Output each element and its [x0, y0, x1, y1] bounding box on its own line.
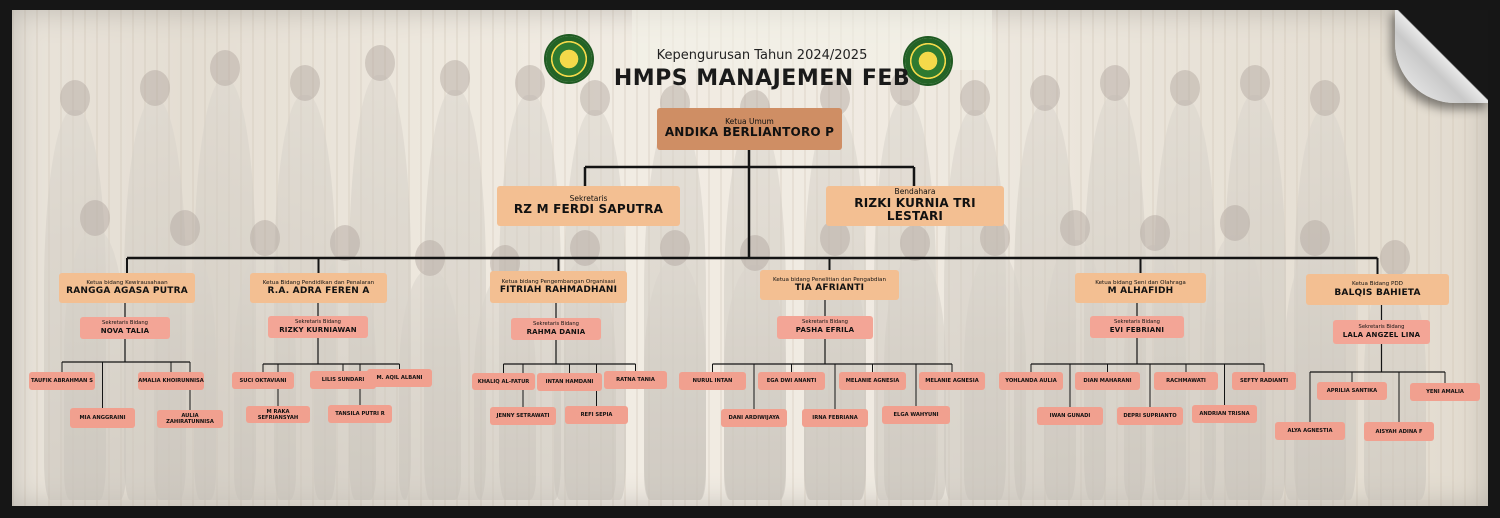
member-box: DEPRI SUPRIANTO	[1117, 407, 1183, 425]
member-box: ALYA AGNESTIA	[1275, 422, 1345, 440]
member-box: AULIA ZAHIRATUNNISA	[157, 410, 223, 428]
division-head-role: Ketua Bidang Pendidikan dan Penalaran	[262, 279, 375, 286]
division-secretary-name: RIZKY KURNIAWAN	[279, 325, 357, 334]
member-box: ELGA WAHYUNI	[882, 406, 950, 424]
secretary-role: Sekretaris	[569, 193, 608, 203]
member-box: SEFTY RADIANTI	[1232, 372, 1296, 390]
division-head-name: TIA AFRIANTI	[794, 283, 865, 294]
division-head-name: RANGGA AGASA PUTRA	[66, 286, 188, 297]
chairman-role: Ketua Umum	[725, 116, 774, 126]
member-box: INTAN HAMDANI	[537, 373, 602, 391]
university-seal-icon	[546, 36, 592, 82]
division-head-role: Ketua bidang Penelitian dan Pengabdian	[772, 276, 886, 283]
division-secretary-name: LALA ANGZEL LINA	[1342, 330, 1421, 339]
member-box: KHALIQ AL-FATUR	[472, 373, 535, 390]
chairman-box: Ketua Umum ANDIKA BERLIANTORO P	[657, 108, 842, 150]
member-box: IWAN GUNADI	[1037, 407, 1103, 425]
division-head-name: FITRIAH RAHMADHANI	[499, 285, 618, 296]
secretary-box: Sekretaris RZ M FERDI SAPUTRA	[497, 186, 680, 226]
treasurer-box: Bendahara RIZKI KURNIA TRI LESTARI	[826, 186, 1004, 226]
division-secretary-role: Sekretaris Bidang	[1358, 323, 1405, 330]
treasurer-name: RIZKI KURNIA TRI LESTARI	[854, 195, 976, 224]
member-box: DANI ARDIWIJAYA	[721, 409, 787, 427]
division-head-name: R.A. ADRA FEREN A	[267, 286, 370, 297]
secretary-name: RZ M FERDI SAPUTRA	[513, 202, 664, 217]
division-head-name: M ALHAFIDH	[1107, 286, 1174, 297]
org-connector-lines	[61, 150, 1446, 422]
division-secretary-role: Sekretaris Bidang	[295, 318, 341, 325]
member-box: AMALIA KHOIRUNNISA	[138, 372, 204, 390]
member-box: EGA DWI ANANTI	[758, 372, 825, 390]
member-box: TAUFIK ABRAHMAN S	[29, 372, 95, 390]
org-chart-poster: Kepengurusan Tahun 2024/2025 HMPS MANAJE…	[12, 10, 1488, 506]
division-secretary-name: RAHMA DANIA	[526, 327, 586, 336]
treasurer-role: Bendahara	[894, 186, 936, 196]
member-box: YENI AMALIA	[1410, 383, 1480, 401]
university-seal-icon	[905, 38, 951, 84]
member-box: REFI SEPIA	[565, 406, 628, 424]
division-secretary-name: NOVA TALIA	[100, 326, 150, 335]
member-box: DIAN MAHARANI	[1075, 372, 1140, 390]
division-secretary-role: Sekretaris Bidang	[533, 320, 579, 327]
division-secretary-name: PASHA EFRILA	[795, 326, 855, 335]
division-secretary-role: Sekretaris Bidang	[102, 319, 148, 326]
member-box: NURUL INTAN	[679, 372, 746, 390]
page-title: HMPS MANAJEMEN FEB	[613, 66, 911, 91]
chairman-name: ANDIKA BERLIANTORO P	[664, 125, 835, 140]
member-box: JENNY SETRAWATI	[490, 407, 556, 425]
member-box: YOHLANDA AULIA	[999, 372, 1063, 390]
member-box: RATNA TANIA	[604, 371, 667, 389]
member-box: APRILIA SANTIKA	[1317, 382, 1387, 400]
member-box: IRNA FEBRIANA	[802, 409, 868, 427]
member-box: MELANIE AGNESIA	[919, 372, 985, 390]
period-subtitle: Kepengurusan Tahun 2024/2025	[656, 48, 868, 63]
member-box: MIA ANGGRAINI	[70, 408, 135, 428]
member-box: RACHMAWATI	[1154, 372, 1218, 390]
division-head-role: Ketua bidang Seni dan Olahraga	[1095, 279, 1186, 286]
division-head-name: BALQIS BAHIETA	[1334, 287, 1421, 298]
division-secretary-name: EVI FEBRIANI	[1109, 325, 1165, 334]
member-box: AISYAH ADINA F	[1364, 422, 1434, 441]
member-box: MELANIE AGNESIA	[839, 372, 906, 390]
division-head-role: Ketua bidang Pengembangan Organisasi	[501, 278, 616, 285]
division-secretary-role: Sekretaris Bidang	[1114, 318, 1160, 325]
division-secretary-role: Sekretaris Bidang	[802, 319, 848, 326]
division-head-role: Ketua Bidang PDD	[1351, 281, 1403, 288]
member-box: SUCI OKTAVIANI	[232, 372, 294, 389]
member-box: M RAKA SEFRIANSYAH	[246, 406, 310, 423]
member-box: TANSILA PUTRI R	[328, 405, 392, 423]
member-box: ANDRIAN TRISNA	[1192, 405, 1257, 423]
member-box: M. AQIL ALBANI	[367, 369, 432, 387]
member-box: LILIS SUNDARI	[310, 371, 376, 389]
division-head-role: Ketua bidang Kewirausahaan	[86, 279, 168, 286]
